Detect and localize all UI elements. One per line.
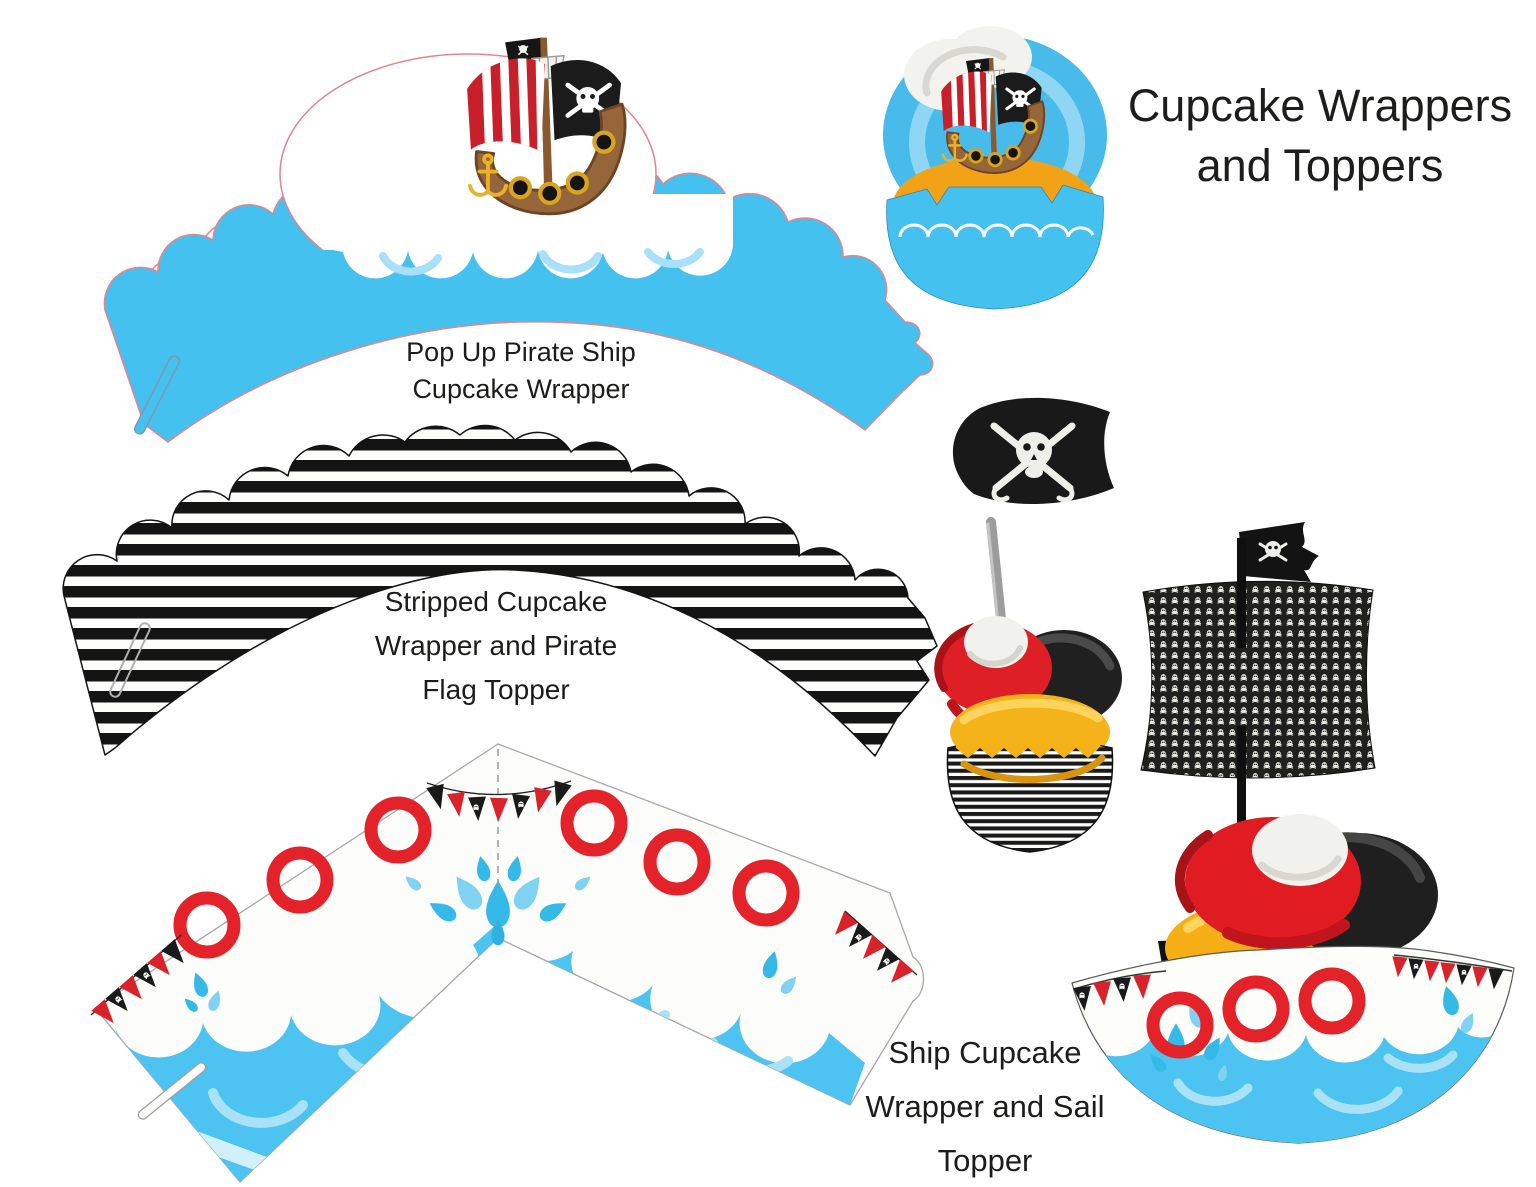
page-title-line1: Cupcake Wrappers (1127, 80, 1513, 131)
water-waves (115, 923, 865, 1182)
bunting-left-edge (90, 934, 191, 1030)
wrapper-slit (137, 1062, 207, 1120)
pirate-pennant-icon (1239, 522, 1319, 582)
ship-wrapper-template (90, 743, 925, 1183)
page-title-line2: and Toppers (1196, 140, 1444, 191)
bunting-left (1073, 970, 1167, 1012)
striped-wrapper-label: Stripped Cupcake Wrapper and Pirate Flag… (374, 586, 618, 705)
cupcake-cup (886, 184, 1104, 310)
porthole-rings (173, 789, 800, 959)
bunting-apex (426, 780, 572, 823)
bunting-right (1390, 954, 1513, 991)
mast-bottom (1237, 726, 1246, 858)
wrapper-slit (133, 355, 181, 435)
page-title: Cupcake Wrappers and Toppers (1118, 76, 1522, 196)
wave-crests (323, 194, 733, 279)
wave-accents (379, 248, 704, 276)
skull-sail-topper (1140, 522, 1376, 858)
ship-wrapper-label: Ship Cupcake Wrapper and Sail Topper (865, 1035, 1105, 1178)
mast-top (1237, 538, 1246, 648)
porthole-rings (1146, 967, 1366, 1059)
wave-line (898, 223, 1095, 238)
pirate-flag-topper (952, 397, 1114, 662)
popup-wrapper-label: Pop Up Pirate Ship Cupcake Wrapper (406, 337, 636, 404)
striped-wrapper-template (62, 424, 938, 757)
jolly-roger-flag-icon (952, 397, 1114, 505)
assembled-pirate-ship-cupcake (883, 26, 1107, 310)
striped-band (62, 424, 938, 757)
wrapper-slit (109, 622, 151, 698)
striped-cupcake-example (934, 616, 1122, 853)
popup-wrapper-template (103, 22, 934, 443)
bunting-right-edge (828, 910, 918, 989)
ship-cupcake-example (1071, 814, 1515, 1144)
skull-pattern-sail (1140, 580, 1376, 779)
water-waves (1072, 1021, 1514, 1143)
